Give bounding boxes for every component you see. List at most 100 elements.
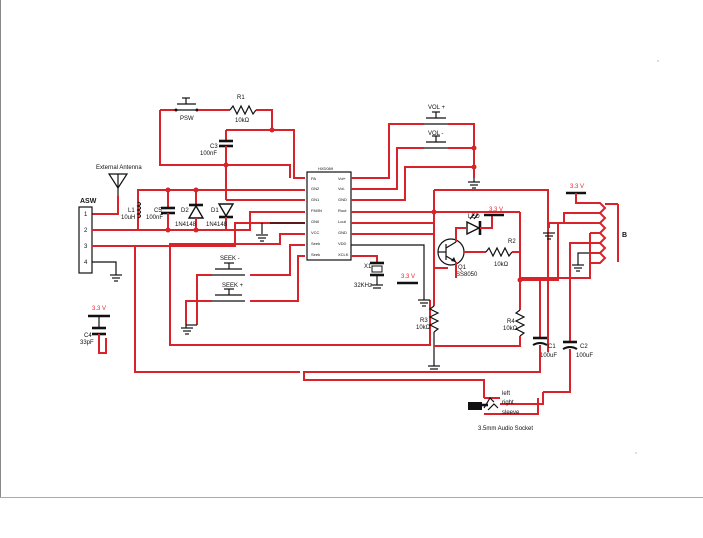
d1-diode: D1 1N4148 [206, 203, 235, 230]
asw-pin3: 3 [84, 244, 88, 250]
vcc-33-left: 3.3 V [88, 306, 110, 318]
led-label: LED [468, 214, 480, 220]
c1-capacitor: C1 100uF [532, 280, 557, 359]
r2-value: 10kΩ [494, 262, 509, 268]
vcc-33-right: 3.3 V [566, 184, 586, 195]
c5-value: 100nF [146, 215, 163, 221]
ground-b [543, 232, 555, 240]
r1-label: R1 [237, 95, 245, 101]
ic-pin-r3: GND [338, 197, 347, 202]
audio-right-label: right [502, 400, 514, 406]
b-connector: B [590, 202, 627, 264]
ground-b2 [572, 264, 584, 272]
audio-sleeve-label: sleeve [502, 410, 520, 416]
ic-pin-r7: VDD [338, 241, 347, 246]
ic-hxd069: HXD069 PA GN2 GN1 FM/IN GN0 VCC Seek See… [306, 166, 352, 261]
q1-label: Q1 [458, 265, 467, 271]
r2-resistor: R2 10kΩ [485, 239, 516, 268]
c4-capacitor: C4 33pF [80, 316, 106, 346]
ic-pin-l5: GN0 [311, 219, 320, 224]
ground-asw [110, 274, 122, 282]
c2-label: C2 [580, 344, 588, 350]
vol-up-switch: VOL + [351, 105, 475, 179]
audio-socket-label: 3.5mm Audio Socket [478, 426, 533, 432]
asw-pin2: 2 [84, 228, 88, 234]
asw-label: ASW [80, 198, 97, 205]
vcc-33-center: 3.3 V [397, 274, 418, 285]
v33-center-label: 3.3 V [401, 274, 415, 280]
r4-label: R4 [507, 319, 515, 325]
d2-label: D2 [181, 208, 189, 214]
q1-transistor: Q1 SS8050 [437, 238, 478, 278]
asw-pin1: 1 [84, 212, 88, 218]
r1-value: 10kΩ [235, 118, 250, 124]
l1-value: 10uH [121, 215, 135, 221]
vol-down-switch: VOL - [351, 131, 474, 190]
ground-top-right [468, 178, 480, 189]
ic-pin-l8: Seek [311, 252, 320, 257]
r2-label: R2 [508, 239, 516, 245]
audio-socket: left right sleeve 3.5mm Audio Socket [468, 391, 544, 432]
vol-down-label: VOL - [428, 131, 443, 137]
d1-value: 1N4148 [206, 222, 228, 228]
r1-resistor: R1 10kΩ [229, 95, 257, 124]
ic-pin-r8: XCLK [338, 252, 349, 257]
ic-pin-l1: PA [311, 176, 316, 181]
c3-capacitor: C3 100nF [200, 130, 233, 200]
c5-capacitor: C5 100nF [146, 190, 175, 230]
v33-right-label: 3.3 V [570, 184, 584, 190]
r3-label: R3 [420, 318, 428, 324]
ic-name: HXD069 [318, 166, 334, 171]
r3-resistor: R3 10kΩ [416, 305, 440, 333]
r4-value: 10kΩ [503, 326, 518, 332]
r3-value: 10kΩ [416, 325, 431, 331]
c4-value: 33pF [80, 340, 94, 346]
x1-label: X1 [364, 264, 372, 270]
ground-ic-left [256, 234, 268, 242]
x1-value: 32KHz [354, 283, 372, 289]
c5-label: C5 [154, 208, 162, 214]
c1-label: C1 [548, 344, 556, 350]
d1-label: D1 [211, 208, 219, 214]
ic-pin-l6: VCC [311, 230, 320, 235]
vcc-33-led: 3.3 V [484, 207, 504, 217]
asw-connector: ASW 1 2 3 4 [78, 198, 97, 274]
audio-left-label: left [502, 391, 510, 397]
c3-label: C3 [210, 144, 218, 150]
c2-value: 100uF [576, 353, 593, 359]
d2-value: 1N4148 [175, 222, 197, 228]
ext-antenna-label: External Antenna [96, 165, 142, 171]
q1-value: SS8050 [456, 272, 478, 278]
ic-pin-r4: Rout [338, 208, 347, 213]
ic-pin-l7: Seek [311, 241, 320, 246]
r4-resistor: R4 10kΩ [503, 309, 526, 337]
ic-pin-r2: Vol- [338, 186, 346, 191]
c1-value: 100uF [540, 353, 557, 359]
ground-ic-right [418, 299, 430, 307]
l1-inductor: L1 10uH [121, 201, 142, 221]
c2-capacitor: C2 100uF [562, 330, 593, 359]
seek-up-label: SEEK + [222, 283, 244, 289]
asw-pin4: 4 [84, 260, 88, 266]
v33-left-label: 3.3 V [92, 306, 106, 312]
v33-led-label: 3.3 V [489, 207, 503, 213]
psw-label: PSW [180, 116, 194, 122]
led-diode: LED [466, 213, 482, 236]
seek-down-label: SEEK - [220, 256, 240, 262]
ic-pin-l4: FM/IN [311, 208, 322, 213]
ic-pin-r5: Lout [338, 219, 347, 224]
ic-pin-r6: GND [338, 230, 347, 235]
seek-up-switch: SEEK + [185, 255, 305, 325]
d2-diode: D2 1N4148 [175, 190, 205, 230]
vol-up-label: VOL + [428, 105, 445, 111]
seek-down-switch: SEEK - [196, 244, 305, 325]
ground-seek [181, 324, 197, 335]
c3-value: 100nF [200, 151, 217, 157]
b-label: B [622, 232, 627, 239]
l1-label: L1 [128, 208, 135, 214]
ic-pin-r1: Vol+ [338, 176, 347, 181]
ic-pin-l3: GN1 [311, 197, 320, 202]
x1-crystal: X1 32KHz [351, 255, 384, 289]
c4-label: C4 [84, 333, 92, 339]
